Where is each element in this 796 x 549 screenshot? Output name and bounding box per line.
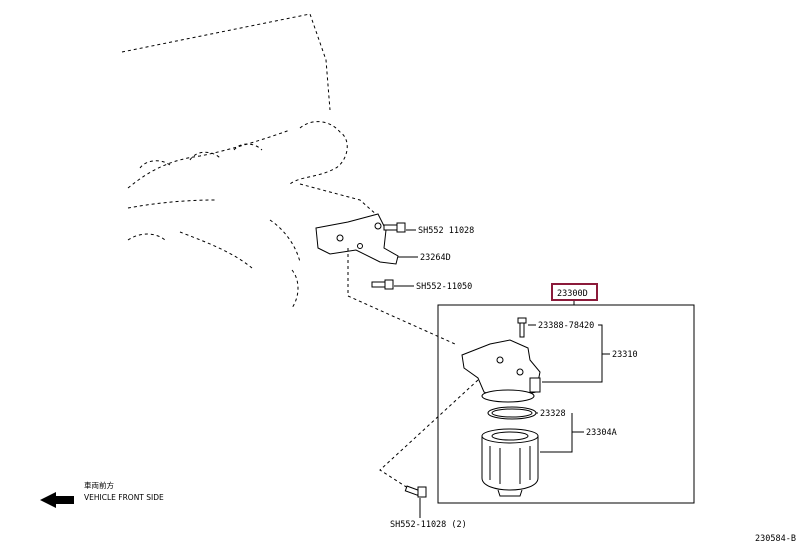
filter-head-part [461,339,541,403]
label-bolt-mid: SH552-11050 [416,282,472,292]
figure-id: 230584-B [755,534,796,544]
bolt-head-part [517,317,527,338]
bolt-top-part [383,222,406,233]
label-bolt-top: SH552 11028 [418,226,474,236]
assembly-highlight-box [551,283,598,301]
label-bolt-head: 23388-78420 [538,321,594,331]
bolt-mid-part [371,279,394,290]
label-filter-head: 23310 [612,350,638,360]
label-bolt-bottom: SH552-11028 (2) [390,520,467,530]
label-filter-cartridge: 23304A [586,428,617,438]
label-bracket: 23264D [420,253,451,263]
bolt-bottom-part [404,485,427,498]
label-assembly: 23300D [557,289,588,299]
engine-outline [121,13,379,309]
assembly-box [437,304,695,504]
label-o-ring: 23328 [540,409,566,419]
bracket-part [315,213,399,265]
direction-label-jp: 車両前方 [84,480,114,490]
filter-cartridge-part [481,428,539,497]
vehicle-front-arrow-icon [40,492,74,508]
direction-label-en: VEHICLE FRONT SIDE [84,493,164,502]
